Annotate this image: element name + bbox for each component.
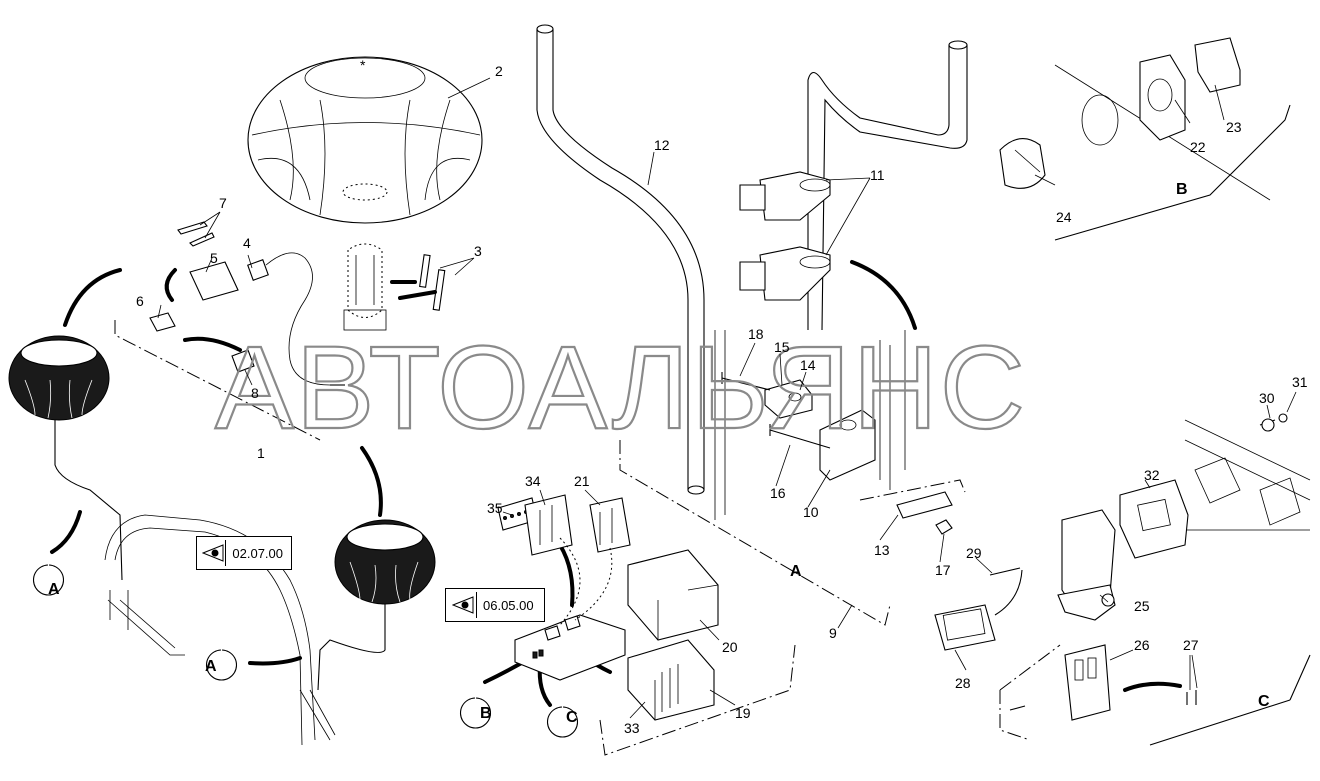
view-label-b-1: B — [480, 705, 492, 722]
part-number-1: 1 — [257, 445, 265, 461]
part-number-13: 13 — [874, 542, 890, 558]
eye-icon — [201, 540, 227, 566]
part-number-7: 7 — [219, 195, 227, 211]
part-number-3: 3 — [474, 243, 482, 259]
part-number-22: 22 — [1190, 139, 1206, 155]
reference-label-2: 06.05.00 — [483, 597, 534, 613]
part-number-14: 14 — [800, 357, 816, 373]
part-number-23: 23 — [1226, 119, 1242, 135]
svg-text:*: * — [360, 57, 366, 73]
part-number-10: 10 — [803, 504, 819, 520]
eye-icon — [450, 592, 477, 618]
part-number-6: 6 — [136, 293, 144, 309]
view-label-c-2: C — [1258, 693, 1270, 710]
part-number-5: 5 — [210, 250, 218, 266]
part-number-12: 12 — [654, 137, 670, 153]
part-number-4: 4 — [243, 235, 251, 251]
part-number-labels: 1 2 3 4 5 6 7 8 9 10 11 12 13 14 15 16 1… — [136, 63, 1308, 736]
assembly-arrows — [50, 260, 1182, 707]
bulb-assembly — [343, 243, 387, 331]
part-number-29: 29 — [966, 545, 982, 561]
watermark-text: АВТОАЛЬЯНС — [215, 322, 1027, 454]
small-beacon-left — [8, 335, 123, 581]
small-beacon-right — [317, 519, 436, 691]
view-label-a-3: A — [790, 563, 802, 580]
socket-group — [934, 413, 1311, 746]
part-number-25: 25 — [1134, 598, 1150, 614]
part-number-17: 17 — [935, 562, 951, 578]
view-label-c-1: C — [566, 709, 578, 726]
part-number-34: 34 — [525, 473, 541, 489]
reference-box-1[interactable]: 02.07.00 — [196, 536, 292, 570]
assembly-lines — [114, 104, 1291, 756]
part-number-8: 8 — [251, 385, 259, 401]
beacon-dome: * — [247, 56, 483, 224]
leader-lines — [157, 77, 1297, 719]
part-number-11: 11 — [870, 167, 885, 183]
part-number-18: 18 — [748, 326, 764, 342]
part-number-21: 21 — [574, 473, 590, 489]
part-number-32: 32 — [1144, 467, 1160, 483]
view-label-a-2: A — [205, 658, 217, 675]
part-number-2: 2 — [495, 63, 503, 79]
reference-label-1: 02.07.00 — [232, 545, 283, 561]
reference-box-2[interactable]: 06.05.00 — [445, 588, 545, 622]
view-markers: A A B C A B C — [32, 181, 1270, 738]
connector-parts — [149, 221, 446, 386]
part-number-16: 16 — [770, 485, 786, 501]
part-number-20: 20 — [722, 639, 738, 655]
switch-group — [999, 37, 1271, 201]
part-number-24: 24 — [1056, 209, 1072, 225]
view-label-b-2: B — [1176, 181, 1188, 198]
part-number-27: 27 — [1183, 637, 1199, 653]
part-number-9: 9 — [829, 625, 837, 641]
part-number-35: 35 — [487, 500, 503, 516]
part-number-30: 30 — [1259, 390, 1275, 406]
part-number-19: 19 — [735, 705, 751, 721]
mounting-pipe — [536, 24, 705, 495]
view-label-a-1: A — [48, 581, 60, 598]
part-number-31: 31 — [1292, 374, 1308, 390]
part-number-15: 15 — [774, 339, 790, 355]
part-number-28: 28 — [955, 675, 971, 691]
part-number-33: 33 — [624, 720, 640, 736]
part-number-26: 26 — [1134, 637, 1150, 653]
relay-group — [497, 494, 719, 721]
bracket-pipe — [739, 40, 968, 331]
